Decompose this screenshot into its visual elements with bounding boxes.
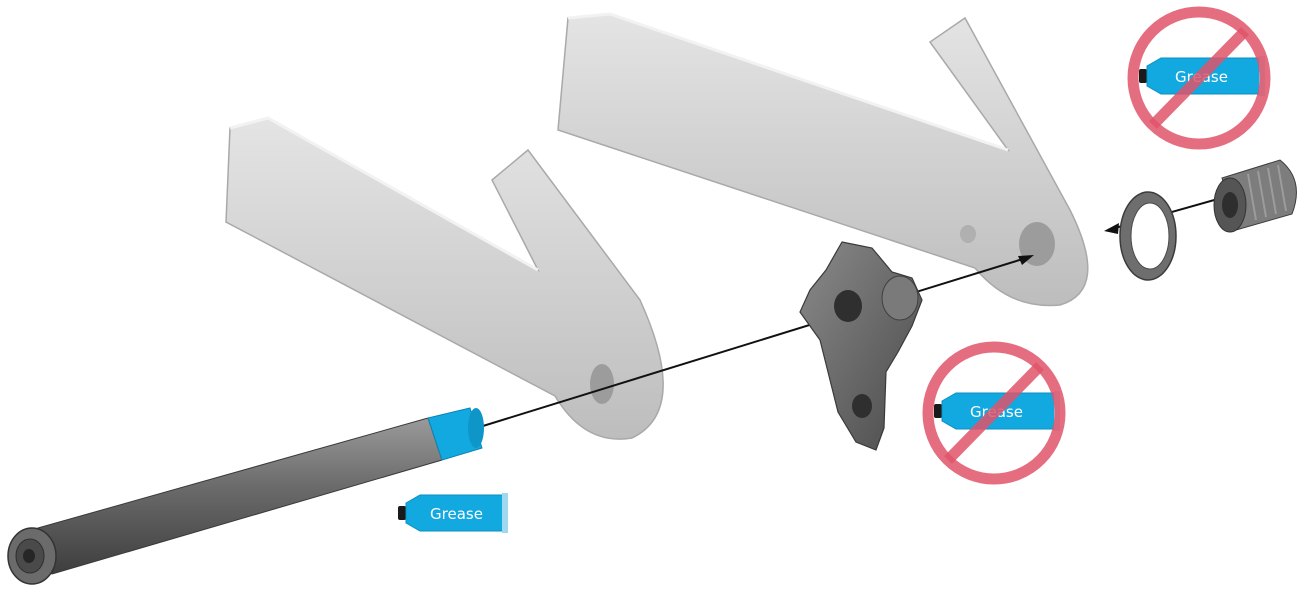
washer (1119, 191, 1177, 281)
derailleur-hanger (799, 241, 923, 451)
right-dropout-hole (1019, 222, 1055, 266)
tube-cap (398, 506, 406, 520)
prohibited-icon (922, 341, 1066, 485)
right-dropout-boss (960, 225, 976, 243)
threaded-insert (1213, 159, 1297, 233)
prohibited-icon (1127, 6, 1271, 150)
hanger-derailleur-hole (852, 394, 872, 418)
axle-grease-zone (427, 407, 483, 461)
left-dropout-hole (590, 364, 614, 404)
frame-dropout-right (557, 12, 1089, 307)
grease-tube-axle: Grease (398, 493, 508, 533)
frame-dropout-left (225, 116, 664, 440)
hanger-axle-hole (834, 290, 862, 322)
no-grease-insert: Grease (1127, 6, 1271, 150)
axis-arrowhead-right (1018, 255, 1034, 265)
thru-axle (7, 407, 484, 585)
grease-label-axle: Grease (430, 505, 483, 523)
no-grease-hanger: Grease (922, 341, 1066, 485)
axis-arrowhead-left (1104, 223, 1119, 234)
